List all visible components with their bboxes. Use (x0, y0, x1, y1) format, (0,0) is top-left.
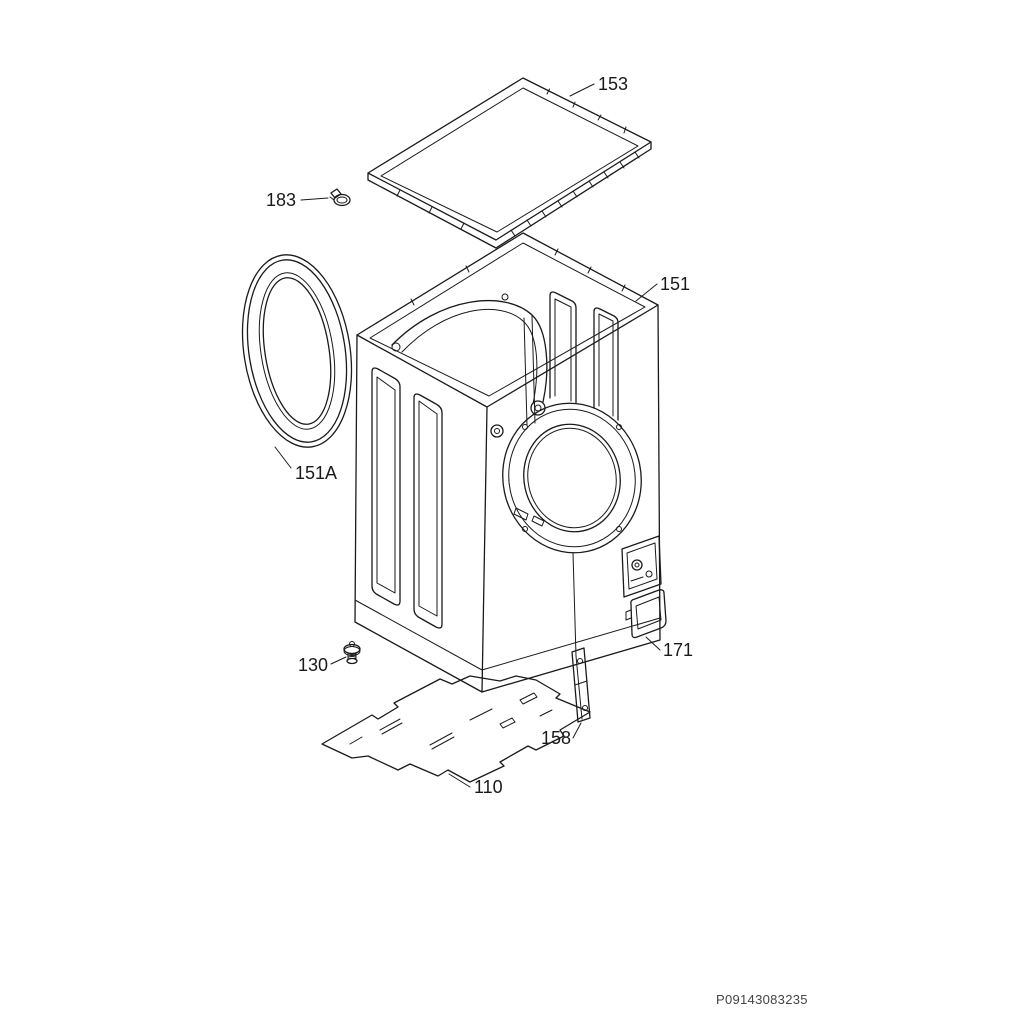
pump-access-cutout (621, 535, 662, 598)
porthole-opening (502, 402, 642, 554)
leader-151a (274, 446, 292, 469)
interior-braces (391, 291, 619, 527)
callout-labels: 153 183 151 151A 171 130 158 110 (266, 74, 693, 797)
callout-label-171: 171 (663, 640, 693, 660)
part-code: P09143083235 (716, 992, 808, 1007)
leader-lines (274, 83, 661, 788)
side-panel-recesses (371, 367, 443, 629)
leader-110 (448, 773, 471, 788)
diagram-line-art (241, 77, 667, 788)
callout-label-151a: 151A (295, 463, 337, 483)
worktop-screw-ticks (396, 88, 640, 237)
base-panel-details (349, 692, 553, 750)
leader-130 (330, 656, 347, 665)
callout-label-158: 158 (541, 728, 571, 748)
worktop-153-part (367, 77, 652, 249)
cabinet-151-part (354, 232, 662, 693)
callout-label-153: 153 (598, 74, 628, 94)
callout-label-130: 130 (298, 655, 328, 675)
base-trim-seams (354, 552, 661, 671)
clamp-183-part (329, 188, 351, 207)
base-panel-110-part (321, 675, 591, 783)
rim-screw-ticks (410, 248, 626, 306)
leader-171 (645, 636, 661, 651)
leader-183 (300, 197, 329, 201)
foot-130-part (343, 641, 361, 665)
cover-171-part (625, 589, 667, 639)
leader-151 (635, 283, 658, 302)
callout-label-151: 151 (660, 274, 690, 294)
door-seal-151a-part (241, 254, 353, 448)
callout-label-183: 183 (266, 190, 296, 210)
leader-158 (572, 722, 582, 739)
leader-153 (569, 83, 595, 97)
callout-label-110: 110 (474, 777, 503, 797)
